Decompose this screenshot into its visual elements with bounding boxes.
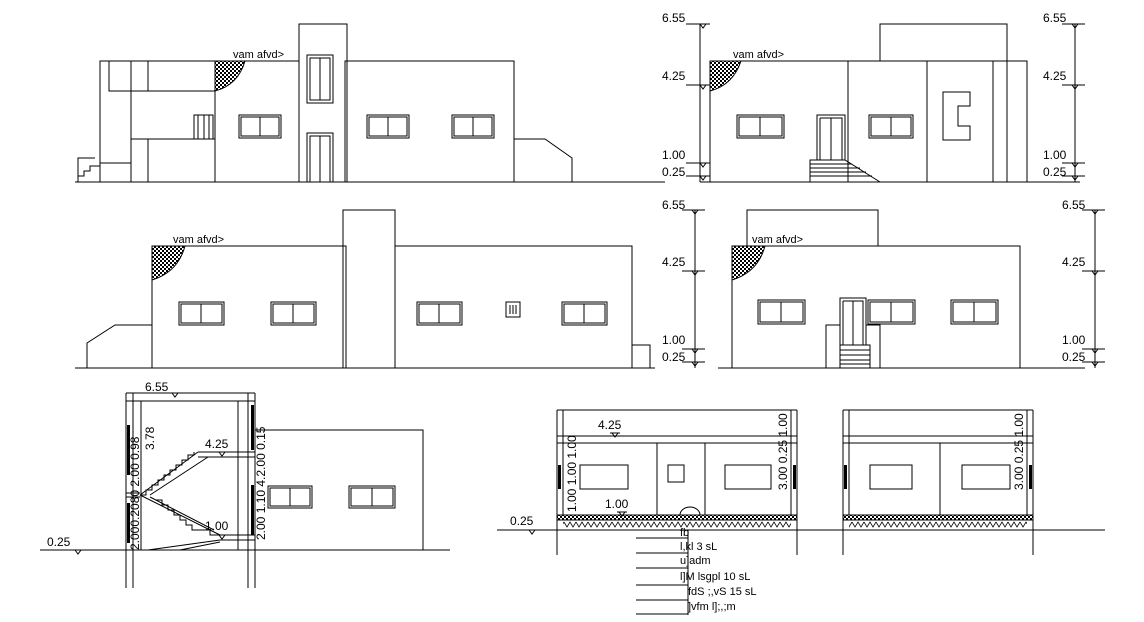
window [238, 114, 282, 139]
level-label: 0.25 [662, 165, 686, 179]
dimension-label: 3.00 0.25 1.00 [1012, 413, 1026, 490]
level-label: 6.55 [1043, 11, 1067, 25]
level-label: 0.25 [1043, 165, 1067, 179]
note-line: u]adm [680, 555, 711, 567]
level-label: 4.25 [1062, 255, 1086, 269]
rear-elevation: vam afvd> [75, 209, 655, 369]
level-label: 0.25 [47, 535, 71, 549]
footing-notes: fb l,kl 3 sL u]adm l]M lsgpl 10 sL fdS ;… [636, 527, 756, 615]
level-label: 4.25 [662, 69, 686, 83]
annotation-label: vam afvd> [733, 49, 784, 61]
level-dimensions: 6.55 4.25 1.00 0.25 [662, 11, 710, 182]
level-label: 6.55 [145, 380, 169, 394]
dimension-label: 3.00 0.25 1.00 [776, 413, 790, 490]
level-label: 1.00 [1043, 148, 1067, 162]
window [366, 114, 410, 139]
stone-cladding-hatch [214, 60, 246, 92]
front-elevation: vam afvd> [75, 23, 665, 183]
level-label: 1.00 [662, 148, 686, 162]
note-line: fb [680, 527, 689, 539]
level-label: 4.25 [1043, 69, 1067, 83]
level-label: 1.00 [662, 333, 686, 347]
annotation-label: vam afvd> [752, 234, 803, 246]
level-label: 6.55 [1062, 198, 1086, 212]
note-line: l]M lsgpl 10 sL [680, 571, 750, 583]
annotation-label: vam afvd> [173, 234, 224, 246]
window [451, 114, 495, 139]
level-label: 0.25 [662, 350, 686, 364]
level-label: 1.00 [605, 497, 629, 511]
note-line: l,kl 3 sL [680, 541, 717, 553]
annotation-label: vam afvd> [233, 49, 284, 61]
level-label: 4.25 [662, 255, 686, 269]
level-label: 4.25 [598, 418, 622, 432]
note-line: fdS ;,vS 15 sL [688, 586, 756, 598]
level-label: 1.00 [205, 519, 229, 533]
side-elevation-left: vam afvd> [718, 209, 1085, 369]
level-dimensions: 6.55 4.25 1.00 0.25 [1062, 198, 1105, 368]
level-dimensions: 6.55 4.25 1.00 0.25 [1043, 11, 1085, 182]
level-label: 6.55 [662, 198, 686, 212]
level-label: 1.00 [1062, 333, 1086, 347]
level-label: 4.25 [205, 437, 229, 451]
note-line: ]vfm l];,;m [688, 601, 736, 613]
wall-section-c: 3.00 0.25 1.00 [842, 409, 1034, 555]
level-label: 0.25 [510, 514, 534, 528]
dimension-label: 2.000.2080 2.00 0.98 [128, 436, 142, 550]
side-elevation-right: vam afvd> [700, 23, 1080, 183]
stair-section: 6.55 4.25 1.00 0.25 2.000.2080 2.00 0.98… [40, 380, 450, 588]
dimension-label: 2.00 1.10 4.2.00 0.15 [254, 426, 268, 540]
level-label: 6.55 [662, 11, 686, 25]
dimension-label: 3.78 [143, 426, 157, 450]
dimension-label: 1.00 1.00 1.00 [565, 435, 579, 512]
level-label: 0.25 [1062, 350, 1086, 364]
level-dimensions: 6.55 4.25 1.00 0.25 [662, 198, 705, 368]
